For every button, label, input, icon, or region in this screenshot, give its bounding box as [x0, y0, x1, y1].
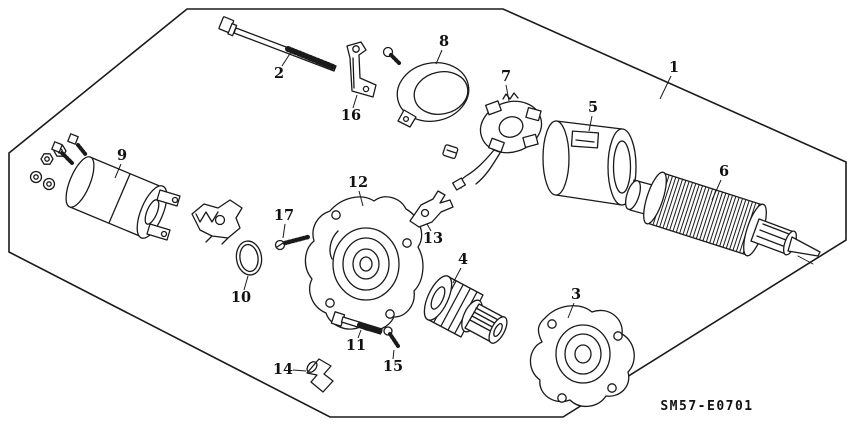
part-end-housing — [529, 305, 635, 407]
part-label-group-12: 12 — [348, 174, 368, 207]
part-label-group-17: 17 — [274, 207, 294, 239]
part-screw-15 — [383, 326, 400, 348]
part-label-group-9: 9 — [114, 147, 127, 179]
part-label-2: 2 — [274, 65, 284, 82]
diagram-border — [8, 8, 847, 418]
diagram-code: SM57-E0701 — [660, 399, 753, 414]
part-o-ring — [235, 240, 263, 276]
part-label-group-15: 15 — [383, 349, 403, 375]
part-label-7: 7 — [501, 68, 511, 85]
part-label-15: 15 — [383, 358, 403, 375]
part-label-group-11: 11 — [346, 329, 366, 354]
part-yoke — [542, 120, 637, 206]
part-label-group-13: 13 — [423, 223, 443, 247]
part-label-group-6: 6 — [711, 163, 729, 201]
plunger-assembly — [191, 199, 243, 245]
part-label-group-10: 10 — [231, 275, 251, 306]
part-elbow-tube — [306, 358, 334, 393]
part-lever — [409, 190, 454, 228]
part-label-6: 6 — [719, 163, 729, 180]
part-brush-holder — [452, 92, 543, 191]
part-gear-housing — [304, 196, 424, 332]
clip-piece — [442, 144, 459, 159]
part-label-group-1: 1 — [659, 59, 679, 100]
part-label-group-5: 5 — [588, 99, 598, 132]
part-through-bolt — [218, 16, 337, 72]
part-label-5: 5 — [588, 99, 598, 116]
part-label-1: 1 — [669, 59, 679, 76]
part-label-8: 8 — [439, 33, 449, 50]
part-label-group-3: 3 — [567, 286, 581, 319]
part-solenoid — [51, 133, 181, 241]
part-clutch — [423, 275, 508, 344]
part-label-group-16: 16 — [341, 94, 361, 124]
part-label-group-8: 8 — [435, 33, 449, 65]
part-label-group-2: 2 — [274, 51, 292, 82]
part-end-cover — [396, 62, 470, 128]
part-screw-17 — [274, 234, 311, 251]
part-label-17: 17 — [274, 207, 294, 224]
part-label-10: 10 — [231, 289, 251, 306]
part-label-group-4: 4 — [452, 251, 468, 284]
part-label-group-7: 7 — [501, 68, 511, 102]
part-bracket — [346, 41, 377, 98]
part-label-11: 11 — [346, 337, 366, 354]
part-label-12: 12 — [348, 174, 368, 191]
part-label-group-14: 14 — [273, 361, 307, 378]
part-label-13: 13 — [423, 230, 443, 247]
part-armature — [624, 171, 821, 265]
small-screw — [382, 46, 402, 66]
part-label-16: 16 — [341, 107, 361, 124]
part-bolt-11 — [330, 311, 384, 335]
part-label-14: 14 — [273, 361, 293, 378]
part-label-3: 3 — [571, 286, 581, 303]
part-label-9: 9 — [117, 147, 127, 164]
part-label-4: 4 — [458, 251, 468, 268]
